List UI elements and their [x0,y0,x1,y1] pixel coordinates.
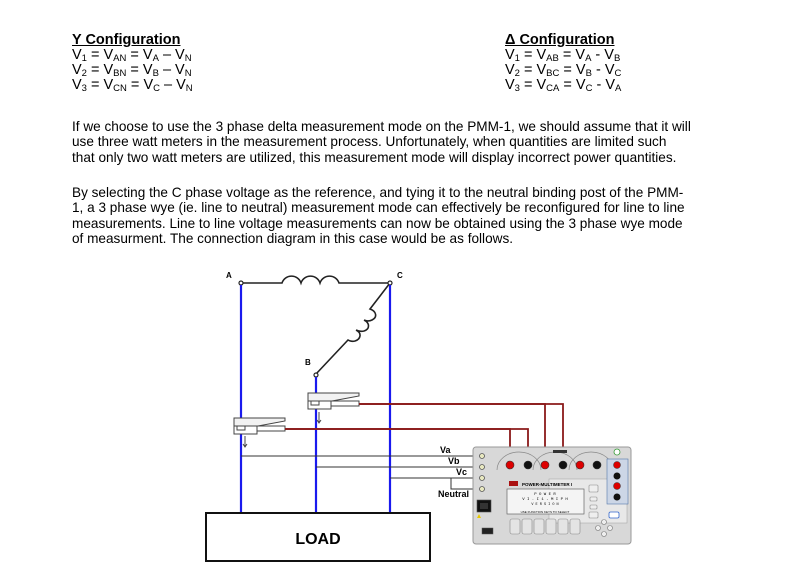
side-button[interactable] [589,504,598,510]
power-multimeter-device: POWER-MULTIMETER I P O W E R V I . I 1 -… [472,446,632,545]
terminal-black [592,460,602,470]
paragraph-wye-mode: By selecting the C phase voltage as the … [72,185,772,246]
side-button[interactable] [588,511,599,519]
terminal-red [575,460,585,470]
load-box [205,512,431,562]
voltage-lead-neutral [450,478,481,490]
function-key-3[interactable] [533,518,545,535]
node-b-terminal [313,372,319,378]
current-clamp-b [307,392,360,424]
input-label-vb: Vb [448,456,460,466]
equation-line: V1 = VAN = VA – VN [72,47,192,64]
current-lead-b-black [359,403,546,463]
meter-title: POWER-MULTIMETER I [522,482,572,487]
nav-down-button[interactable] [601,531,607,537]
equation-line: V1 = VAB = VA - VB [505,47,621,64]
input-label-neutral: Neutral [438,489,469,499]
equation-line: V2 = VBC = VB - VC [505,62,622,79]
node-c-terminal [387,280,393,286]
binding-post-neutral [479,486,485,492]
node-label-c: C [397,271,403,280]
terminal-red [505,460,515,470]
voltage-leads [241,455,481,490]
paragraph-delta-mode: If we choose to use the 3 phase delta me… [72,119,772,165]
terminal-black [523,460,533,470]
binding-post-vc [479,475,485,481]
equation-line: V2 = VBN = VB – VN [72,62,192,79]
voltage-binding-posts [479,453,485,492]
equation-line: V3 = VCA = VC - VA [505,77,622,94]
equation-line: V3 = VCN = VC – VN [72,77,193,94]
y-configuration-heading: Y Configuration [72,32,181,48]
meter-screen-line: V E R S I O N [531,503,558,507]
nav-left-button[interactable] [595,525,601,531]
brand-logo-icon [608,511,620,519]
coil-bc [315,282,391,375]
paragraph-line: If we choose to use the 3 phase delta me… [72,119,691,134]
power-indicator-icon [613,448,621,456]
nav-right-button[interactable] [607,525,613,531]
current-terminals [505,460,602,470]
meter-screen [506,488,585,515]
terminal-red [540,460,550,470]
meter-screen-line: P O W E R [534,493,556,497]
function-key-2[interactable] [521,518,533,535]
node-label-b: B [305,358,311,367]
binding-post-va [479,453,485,459]
function-key-5[interactable] [557,518,569,535]
navigation-pad[interactable] [595,519,613,537]
side-button[interactable] [588,484,599,493]
paragraph-line: use three watt meters in the measurement… [72,134,667,150]
paragraph-line: By selecting the C phase voltage as the … [72,185,684,200]
meter-screen-line: V I . I 1 - M I P H [522,498,568,502]
node-label-a: A [226,271,232,280]
function-keys[interactable] [509,518,581,535]
function-key-6[interactable] [569,518,581,535]
load-label: LOAD [295,531,340,548]
node-a-terminal [238,280,244,286]
terminal-black [558,460,568,470]
function-key-1[interactable] [509,518,521,535]
power-switch[interactable] [481,527,494,535]
side-button[interactable] [589,496,598,502]
paragraph-line: of measurment. The connection diagram in… [72,230,514,246]
paragraph-line: 1, a 3 phase wye (ie. line to neutral) m… [72,200,685,216]
paragraph-line: that only two watt meters are utilized, … [72,149,677,165]
input-label-vc: Vc [456,467,467,477]
binding-post-vb [479,464,485,470]
paragraph-line: measurements. Line to line voltage measu… [72,215,683,231]
coil-ac [241,275,390,286]
function-key-4[interactable] [545,518,557,535]
input-label-va: Va [440,445,452,455]
delta-configuration-heading: Δ Configuration [505,32,615,48]
meter-prompt: USE FUNCTION KEYS TO SELECT [521,510,570,514]
nav-up-button[interactable] [601,519,607,525]
warning-icon [477,514,481,518]
